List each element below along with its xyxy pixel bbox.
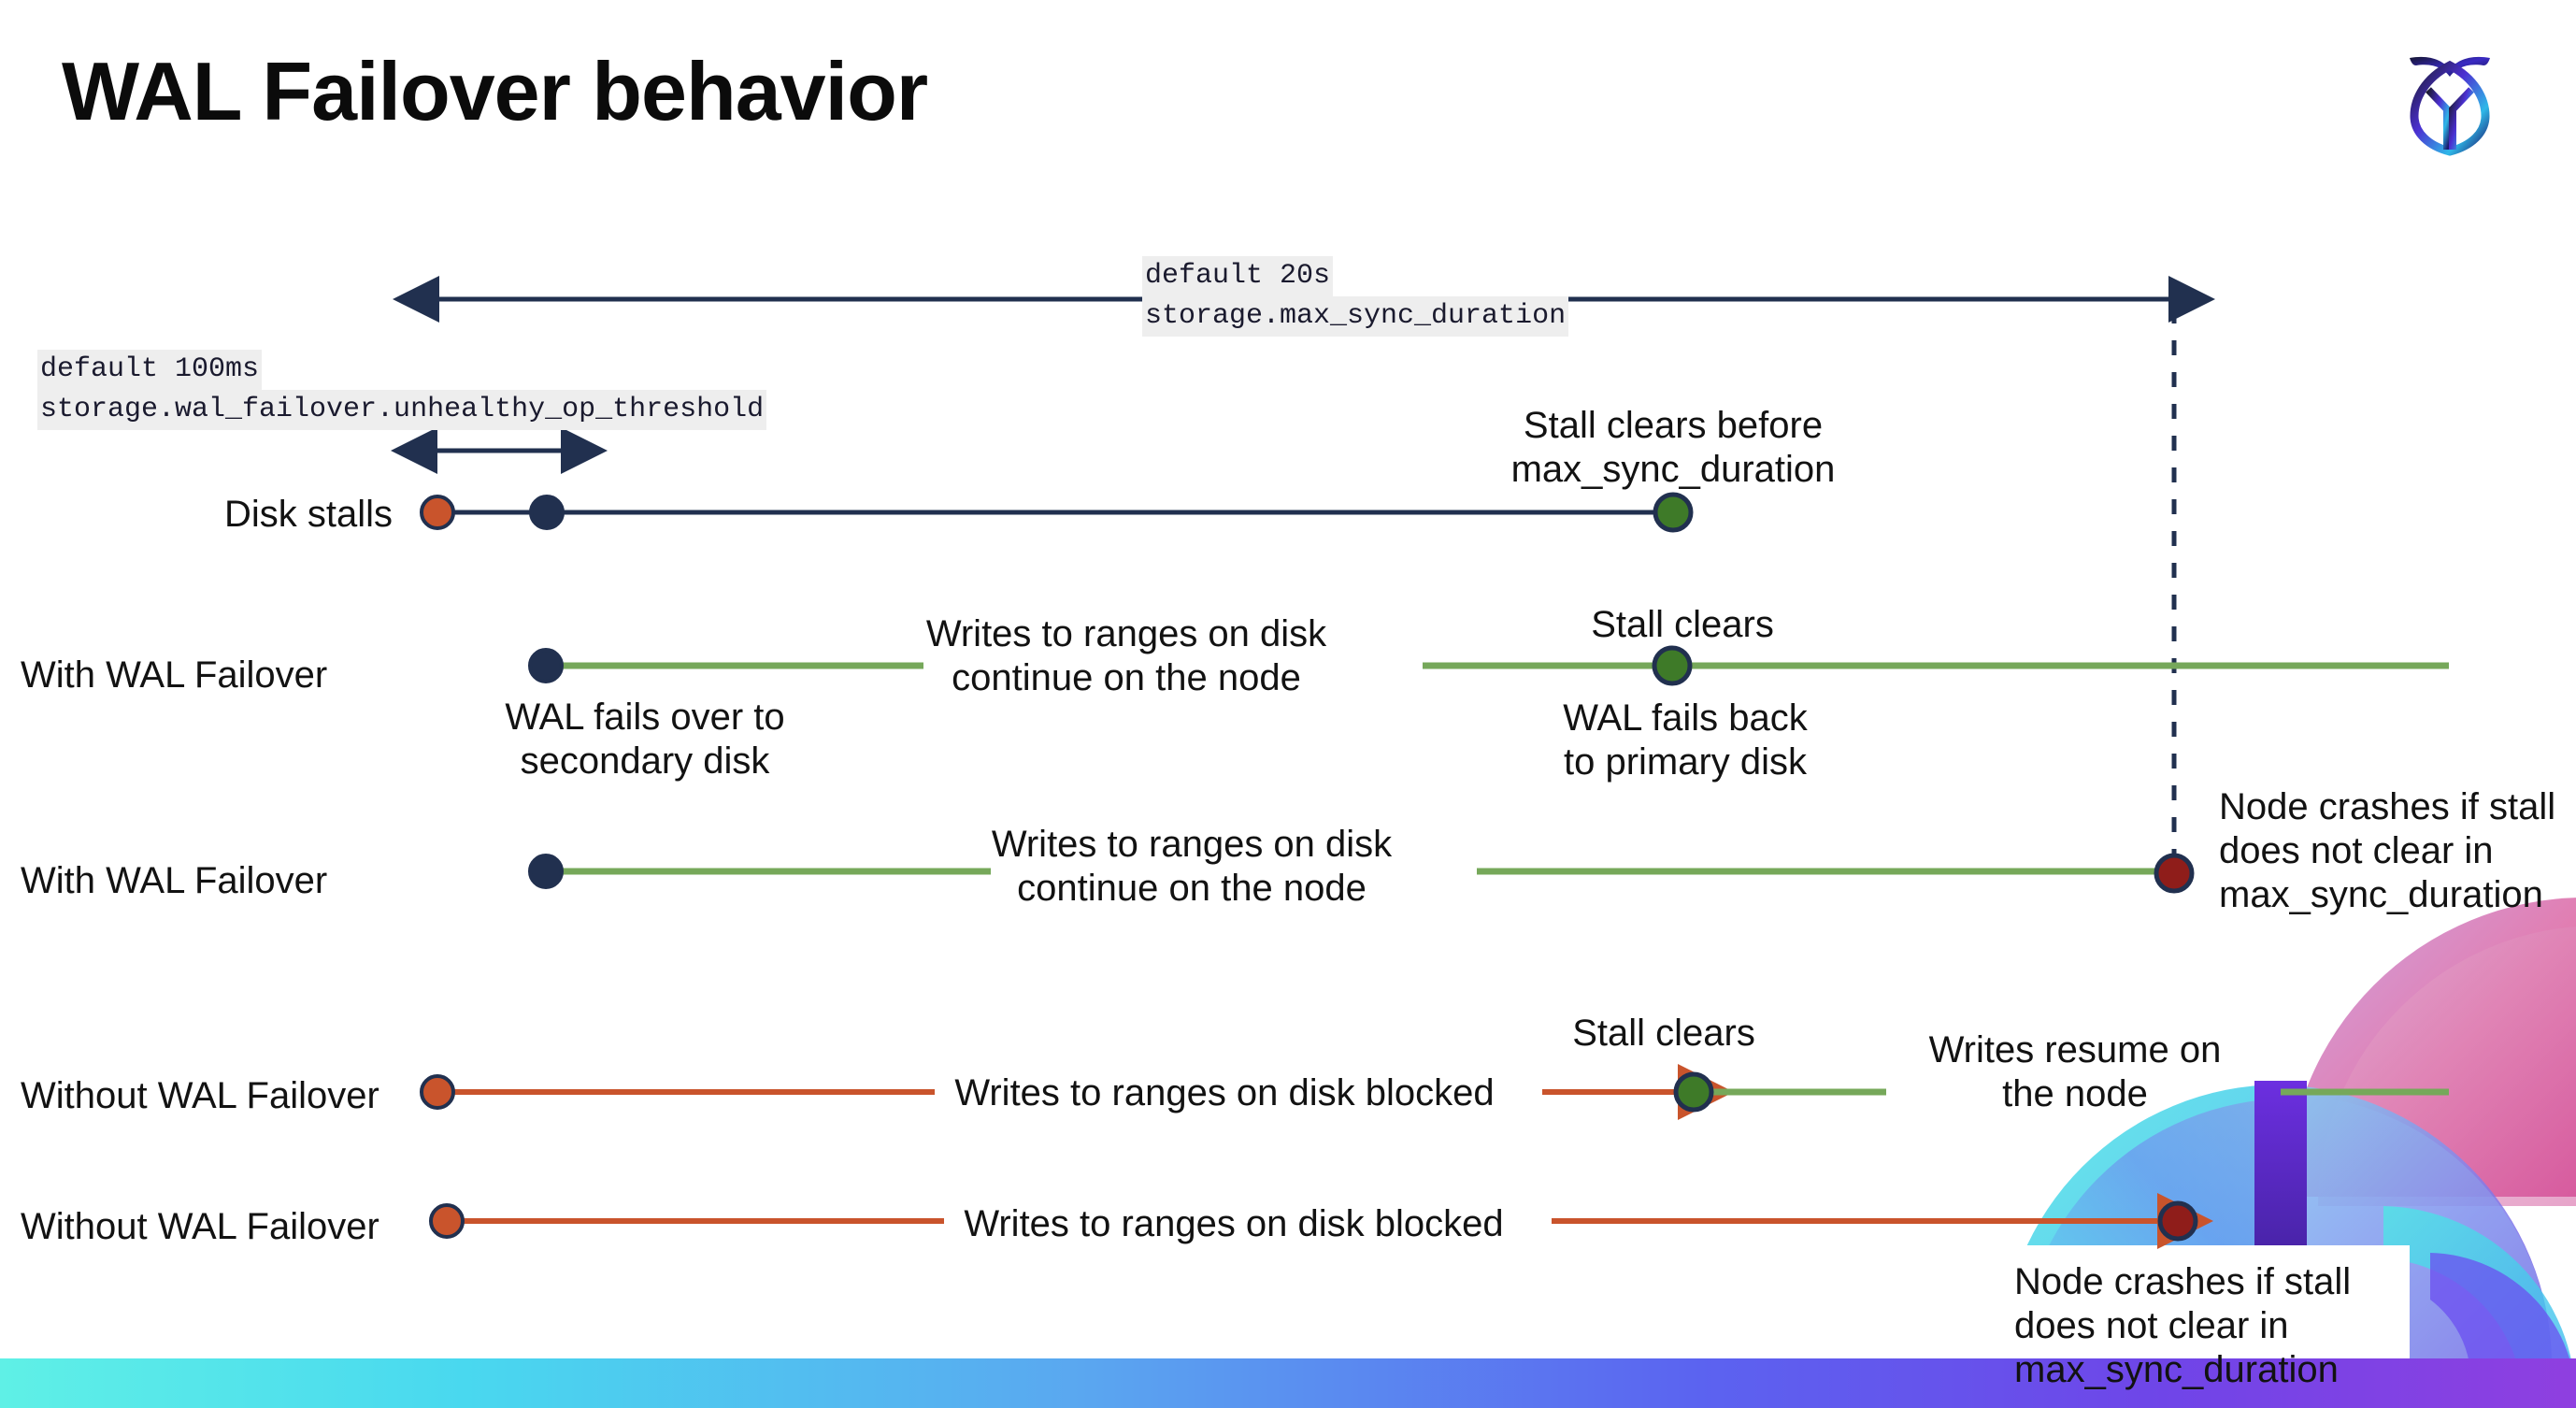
navy-dot-icon [528, 648, 564, 683]
annotation-writes-resume: Writes resume on the node [1928, 1029, 2222, 1114]
annotation-stall-clears-2: Stall clears [1572, 1013, 1755, 1054]
row-label-with-wal-failover-1: With WAL Failover [21, 654, 328, 696]
navy-dot-icon [528, 854, 564, 889]
green-dot-icon [1653, 492, 1694, 533]
annotation-writes-blocked-2: Writes to ranges on disk blocked [964, 1203, 1504, 1244]
annotation-writes-blocked-1: Writes to ranges on disk blocked [954, 1072, 1495, 1113]
annotation-node-crashes-2: Node crashes if stall does not clear in … [2014, 1261, 2352, 1390]
setting-name: storage.wal_failover.unhealthy_op_thresh… [37, 390, 767, 430]
setting-max-sync-duration: default 20s storage.max_sync_duration [1142, 256, 1569, 337]
row-with-wal-failover-recovers-track [528, 645, 2449, 686]
row-without-wal-failover-recovers-track [420, 1064, 2449, 1120]
setting-default-value: default 20s [1142, 256, 1334, 296]
annotation-wal-fails-back: WAL fails back to primary disk [1563, 697, 1808, 783]
row-label-without-wal-failover-1: Without WAL Failover [21, 1075, 379, 1116]
setting-default-value: default 100ms [37, 350, 263, 390]
orange-dot-icon [420, 1074, 455, 1110]
annotation-writes-continue-1: Writes to ranges on disk continue on the… [925, 613, 1327, 698]
row-disk-stalls-track [420, 492, 1694, 533]
annotation-writes-continue-2: Writes to ranges on disk continue on the… [991, 824, 1393, 909]
red-dot-icon [2157, 1200, 2198, 1242]
green-dot-icon [1673, 1071, 1714, 1113]
row-label-without-wal-failover-2: Without WAL Failover [21, 1206, 379, 1247]
annotation-node-crashes-1: Node crashes if stall does not clear in … [2219, 786, 2556, 915]
page-title: WAL Failover behavior [62, 45, 928, 137]
red-dot-icon [2154, 853, 2195, 894]
setting-name: storage.max_sync_duration [1142, 296, 1569, 337]
annotation-wal-fails-over: WAL fails over to secondary disk [505, 697, 785, 782]
annotation-stall-clears-before: Stall clears before max_sync_duration [1510, 405, 1836, 490]
row-with-wal-failover-crash-track [528, 853, 2195, 894]
bottom-gradient-bar [0, 1358, 2576, 1408]
row-label-disk-stalls: Disk stalls [224, 494, 394, 535]
orange-dot-icon [429, 1203, 465, 1239]
green-dot-icon [1652, 645, 1693, 686]
row-label-with-wal-failover-2: With WAL Failover [21, 860, 328, 901]
cockroachdb-logo-icon [2389, 32, 2511, 158]
orange-dot-icon [420, 495, 455, 530]
row-without-wal-failover-crash-track [429, 1193, 2213, 1249]
navy-dot-icon [529, 495, 565, 530]
setting-unhealthy-op-threshold: default 100ms storage.wal_failover.unhea… [37, 350, 767, 430]
annotation-stall-clears-1: Stall clears [1591, 604, 1774, 645]
